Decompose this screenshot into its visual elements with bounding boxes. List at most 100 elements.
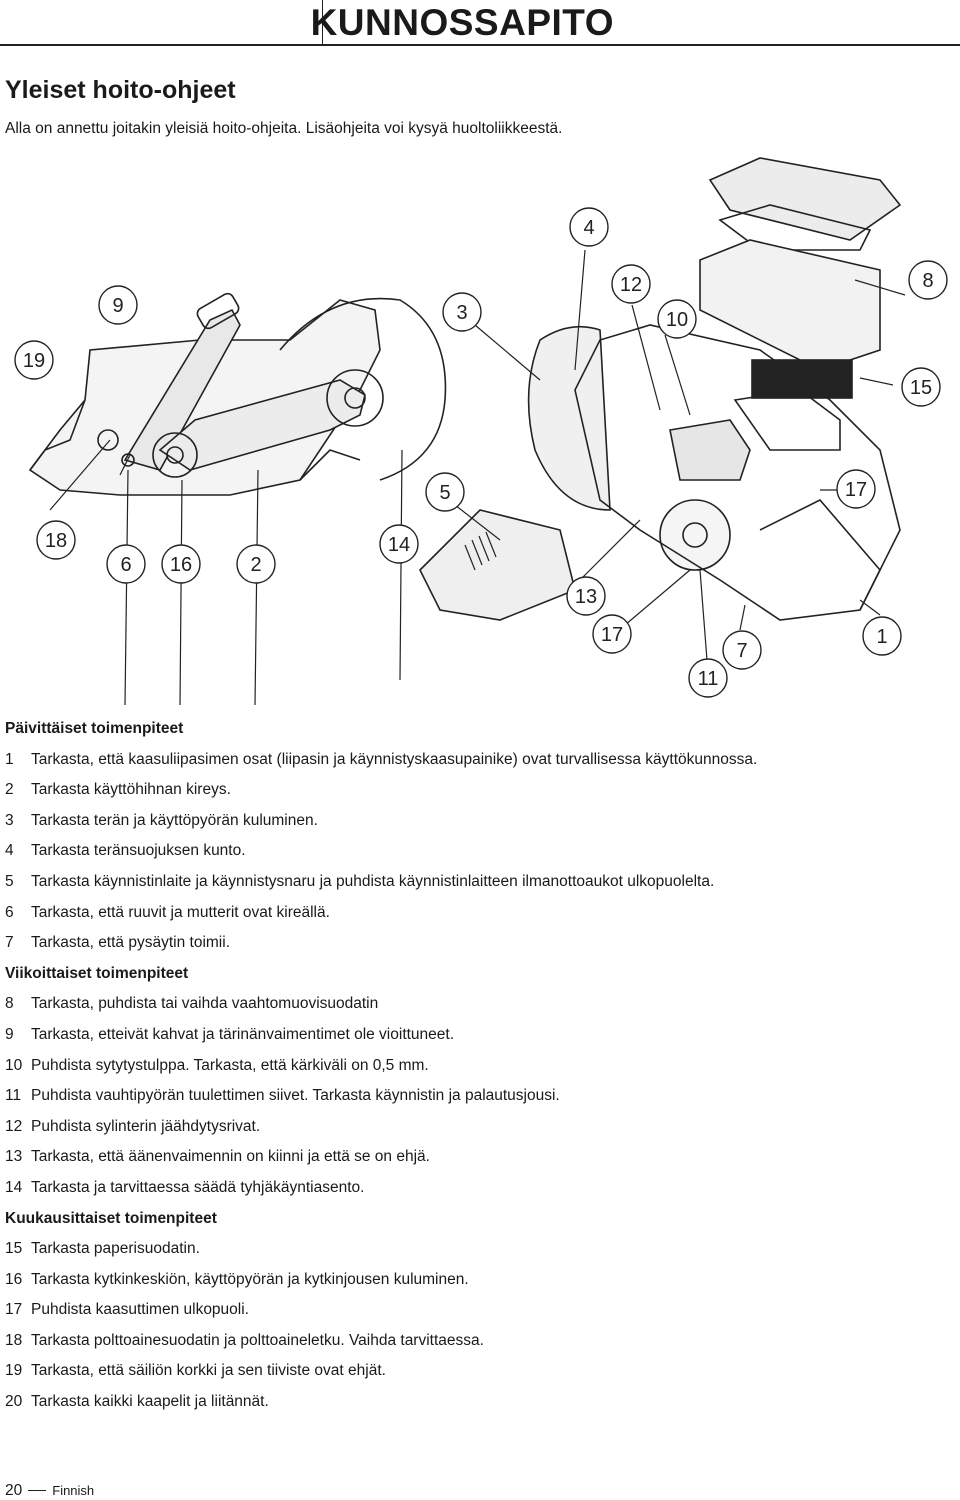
callout-label: 17 <box>845 479 867 501</box>
footer-separator <box>28 1490 47 1492</box>
weekly-item: 10 Puhdista sytytystulppa. Tarkasta, että… <box>5 1051 945 1082</box>
item-number: 17 <box>5 1301 23 1319</box>
daily-item: 4 Tarkasta teränsuojuksen kunto. <box>5 836 945 867</box>
callout-circle-11 <box>688 658 728 698</box>
item-number: 13 <box>5 1148 23 1166</box>
item-text: Tarkasta polttoainesuodatin ja polttoain… <box>31 1331 484 1349</box>
item-text: Tarkasta, että ruuvit ja mutterit ovat k… <box>31 903 330 921</box>
callout-label: 11 <box>698 668 719 690</box>
page-number: 20 <box>5 1482 23 1499</box>
monthly-item: 18 Tarkasta polttoainesuodatin ja polttoa… <box>5 1326 945 1357</box>
callout-label: 4 <box>583 217 594 239</box>
daily-item: 5 Tarkasta käynnistinlaite ja käynnistysn… <box>5 867 945 898</box>
callout-circle-14 <box>379 524 419 564</box>
callout-label: 1 <box>876 626 887 648</box>
item-text: Tarkasta, että äänenvaimennin on kiinni … <box>31 1148 430 1166</box>
callout-circle-16 <box>161 544 201 584</box>
item-text: Tarkasta käyttöhihnan kireys. <box>31 781 231 799</box>
item-number: 16 <box>5 1270 23 1288</box>
callout-circle-5 <box>425 472 465 512</box>
item-text: Tarkasta käynnistinlaite ja käynnistysna… <box>31 872 715 890</box>
item-text: Tarkasta kaikki kaapelit ja liitännät. <box>31 1393 269 1411</box>
monthly-item: 17 Puhdista kaasuttimen ulkopuoli. <box>5 1295 945 1326</box>
machine-left-illustration <box>28 292 447 496</box>
item-text: Puhdista vauhtipyörän tuulettimen siivet… <box>31 1087 560 1105</box>
section-title: Yleiset hoito-ohjeet <box>5 76 236 104</box>
item-text: Tarkasta paperisuodatin. <box>31 1240 200 1258</box>
item-text: Puhdista sytytystulppa. Tarkasta, että k… <box>31 1056 429 1074</box>
callout-circle-18 <box>36 520 76 560</box>
header-rule <box>0 44 960 46</box>
diagram-svg: 19 9 18 6 16 2 14 4 3 12 10 8 15 17 5 13… <box>14 157 948 706</box>
monthly-item: 15 Tarkasta paperisuodatin. <box>5 1234 945 1265</box>
item-text: Tarkasta, etteivät kahvat ja tärinänvaim… <box>31 1025 455 1043</box>
item-number: 8 <box>5 995 14 1013</box>
daily-item: 7 Tarkasta, että pysäytin toimii. <box>5 928 945 959</box>
callout-circle-17a <box>836 469 876 509</box>
item-text: Tarkasta, että kaasuliipasimen osat (lii… <box>31 750 758 768</box>
callout-circle-6 <box>106 544 146 584</box>
callout-circle-4 <box>569 207 609 247</box>
callout-labels: 19 9 18 6 16 2 14 4 3 12 10 8 15 17 5 13… <box>23 217 934 690</box>
item-number: 15 <box>5 1240 23 1258</box>
callout-label: 12 <box>620 274 642 296</box>
item-number: 3 <box>5 811 14 829</box>
callout-circle-9 <box>98 285 138 325</box>
callout-circle-15 <box>901 367 941 407</box>
page-header-title: KUNNOSSAPITO <box>310 2 614 43</box>
item-number: 4 <box>5 842 14 860</box>
daily-heading: Päivittäiset toimenpiteet <box>5 720 184 737</box>
callout-label: 8 <box>922 270 933 292</box>
item-text: Tarkasta kytkinkeskiön, käyttöpyörän ja … <box>31 1270 469 1288</box>
item-number: 9 <box>5 1025 14 1043</box>
item-number: 19 <box>5 1362 23 1380</box>
item-text: Tarkasta teränsuojuksen kunto. <box>31 842 246 860</box>
callout-label: 19 <box>23 350 45 372</box>
item-text: Puhdista kaasuttimen ulkopuoli. <box>31 1301 249 1319</box>
callout-circle-1 <box>862 616 902 656</box>
item-number: 5 <box>5 872 14 890</box>
callout-circle-12 <box>611 264 651 304</box>
item-text: Tarkasta, puhdista tai vaihda vaahtomuov… <box>31 995 379 1013</box>
callout-label: 16 <box>170 554 192 576</box>
item-number: 12 <box>5 1117 23 1135</box>
item-number: 7 <box>5 934 14 952</box>
callout-label: 6 <box>120 554 131 576</box>
weekly-item: 8 Tarkasta, puhdista tai vaihda vaahtomuo… <box>5 989 945 1020</box>
callout-label: 3 <box>456 302 467 324</box>
weekly-item: 12 Puhdista sylinterin jäähdytysrivat. <box>5 1112 945 1143</box>
callout-circle-8 <box>908 260 948 300</box>
callout-label: 2 <box>250 554 261 576</box>
item-text: Tarkasta ja tarvittaessa säädä tyhjäkäyn… <box>31 1178 365 1196</box>
item-number: 14 <box>5 1178 23 1196</box>
callout-leader-lines <box>49 249 906 706</box>
item-number: 1 <box>5 750 14 768</box>
item-number: 10 <box>5 1056 23 1074</box>
weekly-item: 14 Tarkasta ja tarvittaessa säädä tyhjäkä… <box>5 1173 945 1204</box>
weekly-heading: Viikoittaiset toimenpiteet <box>5 964 189 982</box>
callout-label: 15 <box>910 377 932 399</box>
callout-circle-7 <box>722 630 762 670</box>
weekly-item: 13 Tarkasta, että äänenvaimennin on kiinn… <box>5 1142 945 1173</box>
callout-label: 5 <box>439 482 450 504</box>
footer-language: Finnish <box>52 1483 95 1498</box>
callout-label: 14 <box>388 534 410 556</box>
callout-circles <box>14 207 948 698</box>
daily-item: 1 Tarkasta, että kaasuliipasimen osat (li… <box>5 745 945 776</box>
callout-circle-17b <box>592 614 632 654</box>
callout-label: 13 <box>575 586 597 608</box>
item-number: 11 <box>5 1087 22 1105</box>
callout-label: 17 <box>601 624 623 646</box>
item-text: Puhdista sylinterin jäähdytysrivat. <box>31 1117 261 1135</box>
callout-label: 7 <box>736 640 747 662</box>
section-intro: Alla on annettu joitakin yleisiä hoito-o… <box>5 120 563 137</box>
item-number: 18 <box>5 1331 23 1349</box>
callout-circle-10 <box>657 299 697 339</box>
item-number: 20 <box>5 1393 23 1411</box>
power-cutter-diagram: 19 9 18 6 16 2 14 4 3 12 10 8 15 17 5 13… <box>0 150 960 710</box>
item-text: Tarkasta, että pysäytin toimii. <box>31 934 230 952</box>
